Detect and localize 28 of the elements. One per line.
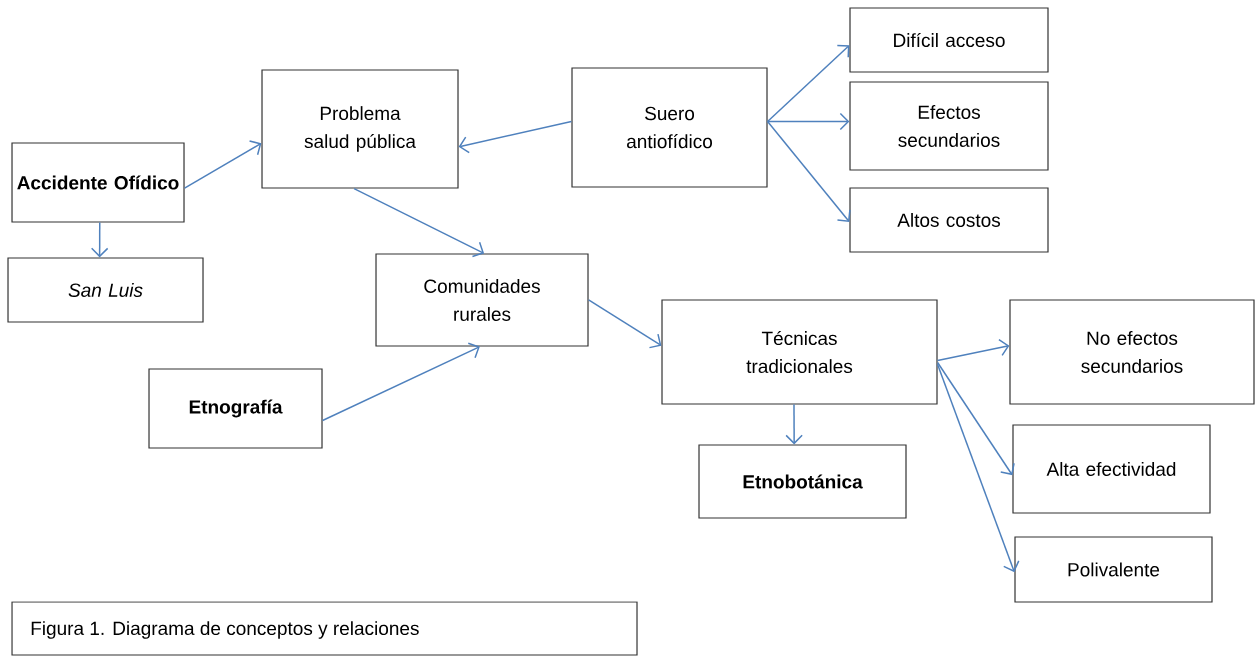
arrow	[766, 44, 850, 123]
arrow	[936, 361, 1015, 476]
concept-box: Suero antiofídico	[571, 67, 768, 188]
concept-box: Etnografía	[148, 368, 323, 449]
arrow	[785, 403, 803, 445]
arrow	[587, 299, 662, 349]
arrow	[90, 221, 109, 258]
concept-box: Difícil acceso	[849, 7, 1049, 73]
concept-box: Efectos secundarios	[849, 81, 1049, 171]
arrow	[353, 187, 485, 258]
concept-box: Técnicas tradicionales	[661, 299, 938, 405]
arrow	[321, 342, 480, 422]
arrow	[766, 120, 851, 222]
concept-box: Altos costos	[849, 187, 1049, 253]
arrow	[183, 140, 262, 189]
concept-box: Polivalente	[1014, 536, 1213, 603]
concept-box: Alta efectividad	[1012, 424, 1211, 514]
concept-box: Comunidades rurales	[375, 253, 589, 347]
concept-box: No efectos secundarios	[1009, 299, 1255, 405]
concept-box: Accidente Ofídico	[11, 142, 185, 223]
concept-box: Etnobotánica	[698, 444, 907, 519]
arrow	[766, 112, 850, 131]
arrow	[936, 363, 1020, 573]
arrow	[936, 338, 1010, 362]
concept-box: Problema salud pública	[261, 69, 459, 189]
concept-box: San Luis	[7, 257, 204, 323]
caption-box: Figura 1. Diagrama de conceptos y relaciones	[11, 601, 638, 656]
arrow	[458, 120, 573, 154]
